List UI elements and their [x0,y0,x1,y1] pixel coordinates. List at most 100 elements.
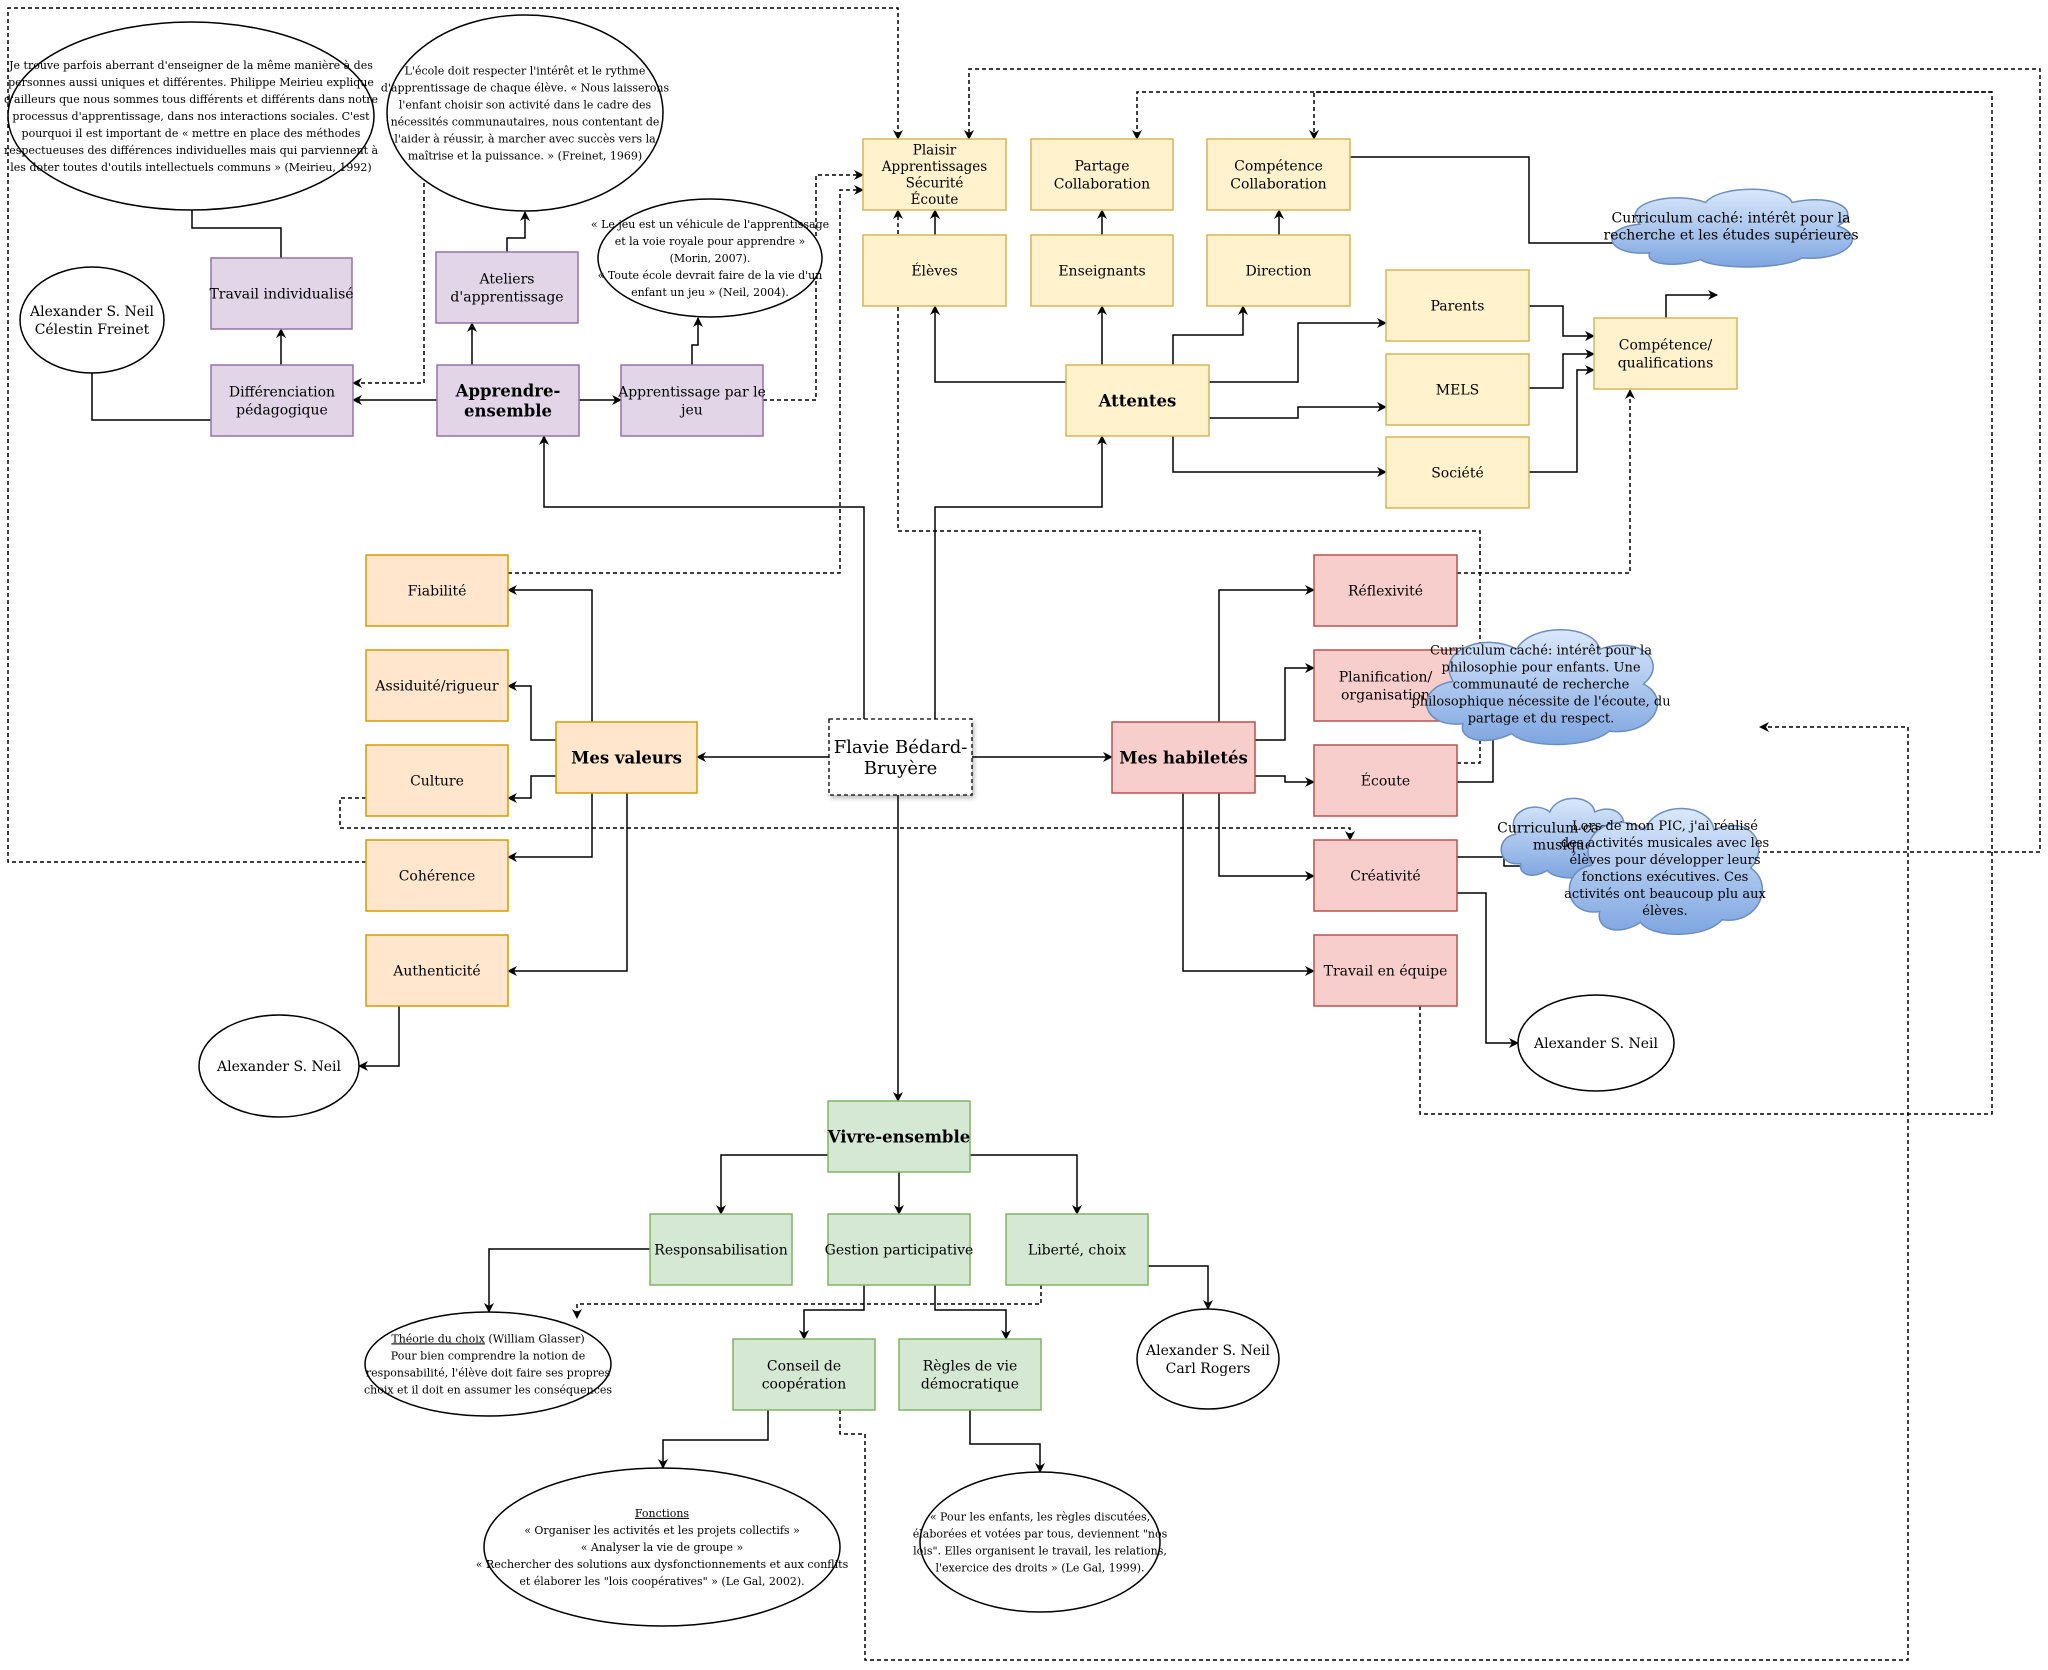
node-apprendre-shape [436,364,580,437]
node-regles-shape [898,1338,1042,1411]
node-vivre: Vivre-ensemble [827,1100,971,1173]
node-ateliers-text: d'apprentissage [450,289,563,305]
node-regles: Règles de vie démocratique [898,1338,1042,1411]
node-attentes-shape [1065,364,1210,437]
node-differenciation-text: pédagogique [236,402,328,418]
connector-16 [1529,365,1595,473]
ellipse-fonctions-text: « Organiser les activités et les projets… [524,1524,800,1537]
node-liberte: Liberté, choix [1005,1213,1149,1286]
node-responsabilisation-shape [649,1213,793,1286]
node-gestion-shape [827,1213,971,1286]
connector-61 [839,722,1909,1661]
cloud-cloud_pic-text: élèves pour développer leurs [1569,853,1760,868]
ellipse-neil_rogers-text: Carl Rogers [1166,1361,1251,1377]
node-conseil-text: coopération [762,1376,847,1392]
node-mels-shape [1385,353,1530,426]
node-assiduite-shape [365,649,509,722]
connector-9 [1209,402,1387,419]
node-plaisir-text: Écoute [911,192,959,208]
cloud-cloud_philo: Curriculum caché: intérêt pour laphiloso… [1411,629,1671,746]
cloud-cloud_superieures: Curriculum caché: intérêt pour larecherc… [1603,188,1859,268]
ellipse-fonctions-text: « Analyser la vie de groupe » [581,1541,744,1554]
node-gestion: Gestion participative [825,1213,974,1286]
ellipse-quote_jeu: « Le jeu est un véhicule de l'apprentiss… [591,198,829,318]
node-parents: Parents [1385,269,1530,342]
node-planification-text: organisation [1341,687,1430,703]
node-fiabilite-shape [365,554,509,627]
ellipse-quote_meirieu-text: Je trouve parfois aberrant d'enseigner d… [8,59,373,72]
node-planification: Planification/organisation [1313,649,1458,722]
ellipse-quote_freinet-text: l'aider à réussir, à marcher avec succès… [394,132,656,145]
node-assiduite-text: Assiduité/rigueur [374,678,498,694]
node-societe: Société [1385,436,1530,509]
node-creativite-shape [1313,839,1458,912]
connector-52 [763,170,864,401]
connector-43 [970,1154,1082,1215]
ellipse-quote_jeu-text: (Morin, 2007). [670,252,751,265]
node-regles-text: démocratique [921,1376,1019,1392]
connector-4 [934,435,1107,719]
node-eleves-shape [862,234,1007,307]
node-direction-text: Direction [1245,263,1311,279]
node-regles-text: Règles de vie [923,1358,1018,1374]
connector-41 [716,1154,828,1215]
connector-35 [1255,775,1315,787]
nodes: PlaisirApprentissagesSécuritéÉcouteParta… [4,14,1859,1627]
cloud-cloud_philo-shape [1426,629,1658,746]
node-travail_equipe-shape [1313,934,1458,1007]
node-apprendre-text: ensemble [464,401,552,420]
node-attentes-text: Attentes [1098,391,1177,410]
connector-27 [507,585,593,722]
node-liberte-shape [1005,1213,1149,1286]
node-reflexivite-text: Réflexivité [1348,583,1423,599]
node-plaisir-text: Apprentissages [881,159,987,175]
connector-25 [87,363,211,421]
node-ateliers-shape [435,251,579,324]
node-mes_habiletes: Mes habiletés [1111,721,1256,794]
connector-10 [1172,436,1387,477]
node-apprendre-text: Apprendre- [455,381,561,400]
ellipse-fonctions-text: Fonctions [635,1507,690,1520]
connector-51 [352,113,425,388]
node-enseignants-shape [1030,234,1174,307]
ellipse-quote_jeu-text: et la voie royale pour apprendre » [615,235,806,248]
connector-29 [507,775,556,803]
node-attentes: Attentes [1065,364,1210,437]
connector-57 [1132,91,1993,1115]
node-authenticite: Authenticité [365,934,509,1007]
node-travail_indiv: Travail individualisé [209,257,354,330]
node-vivre-shape [827,1100,971,1173]
ellipse-legal-text: lois". Elles organisent le travail, les … [913,1544,1167,1557]
node-mes_valeurs-text: Mes valeurs [571,748,682,767]
ellipse-neil_valeurs-shape [198,1014,360,1118]
ellipse-legal-shape [919,1471,1161,1613]
node-travail_equipe: Travail en équipe [1313,934,1458,1007]
node-reflexivite: Réflexivité [1313,554,1458,627]
node-partage-text: Collaboration [1054,176,1150,192]
node-authenticite-text: Authenticité [392,963,480,979]
ellipse-legal-text: élaborées et votées par tous, deviennent… [913,1527,1168,1540]
cloud-cloud_pic-text: fonctions exécutives. Ces [1582,870,1749,885]
cloud-cloud_philo-text: partage et du respect. [1468,712,1615,727]
ellipse-fonctions-text: et élaborer les "lois coopératives" » (L… [519,1575,804,1588]
cloud-cloud_philo-text: philosophique nécessite de l'écoute, du [1411,695,1670,710]
ellipse-glasser-text: responsabilité, l'élève doit faire ses p… [366,1366,611,1379]
connector-44 [484,1248,650,1313]
connector-30 [507,793,593,862]
node-gestion-text: Gestion participative [825,1242,974,1258]
node-direction: Direction [1206,234,1351,307]
ellipse-quote_freinet-text: l'enfant choisir son activité dans le ca… [399,98,652,111]
connector-26 [691,317,703,365]
cloud-cloud_superieures-text: Curriculum caché: intérêt pour la [1612,210,1851,226]
node-societe-shape [1385,436,1530,509]
ellipse-quote_jeu-shape [597,198,823,318]
ellipse-fonctions-shape [483,1467,841,1627]
node-responsabilisation: Responsabilisation [649,1213,793,1286]
ellipse-neil_habiletes-shape [1517,994,1675,1092]
ellipse-glasser: Théorie du choix (William Glasser)Pour b… [364,1311,612,1417]
node-competence_qualif: Compétence/qualifications [1593,317,1738,390]
